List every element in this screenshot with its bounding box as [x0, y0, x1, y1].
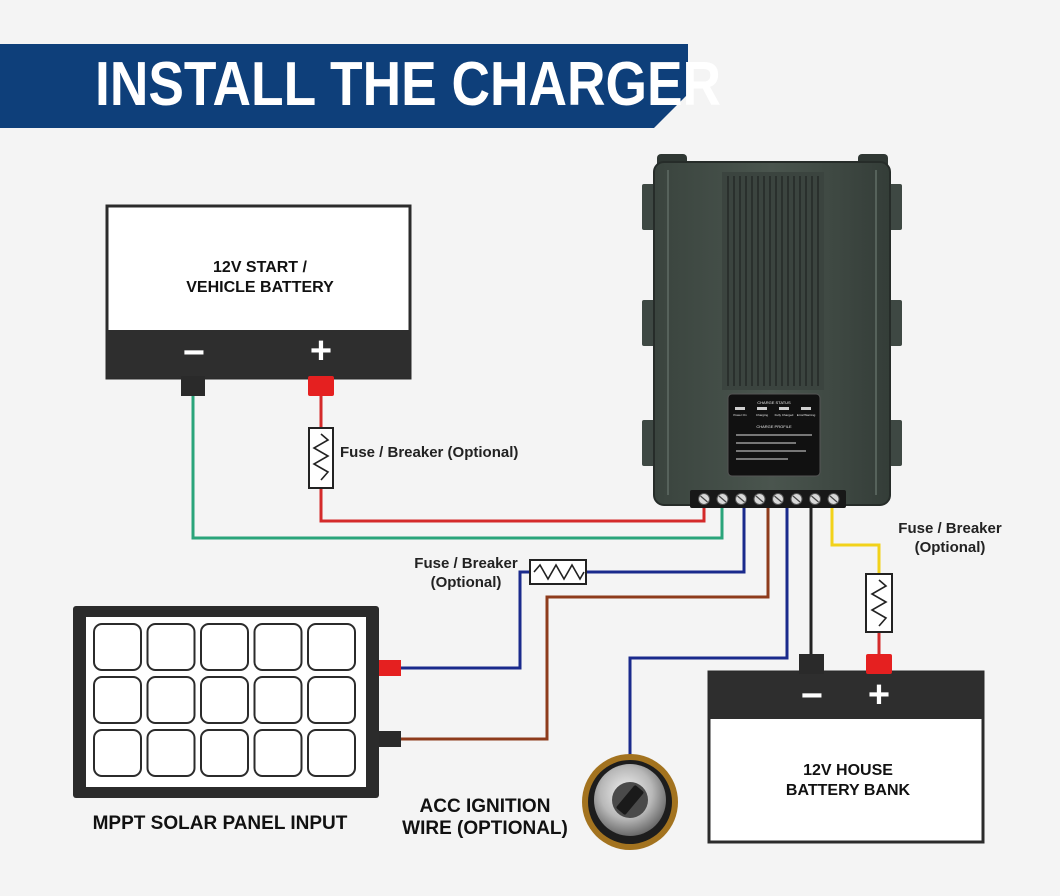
house-battery-label-line1: 12V HOUSE: [803, 762, 893, 779]
status-led-label: Error/Warning: [797, 413, 816, 417]
wire-solar-positive: [400, 508, 746, 670]
start-battery-label-line2: VEHICLE BATTERY: [186, 279, 334, 296]
house-battery-label: 12V HOUSE BATTERY BANK: [730, 761, 966, 801]
fuse-solar-label: Fuse / Breaker (Optional): [402, 554, 530, 592]
terminal-screw-slot: [755, 495, 764, 503]
start-battery-negative-symbol: −: [182, 332, 206, 374]
start-battery-positive-terminal: [308, 376, 334, 396]
solar-cell: [200, 623, 249, 671]
solar-cell: [93, 676, 142, 724]
solar-cell: [146, 729, 196, 777]
status-led: [735, 407, 745, 410]
wire-ignition: [628, 508, 789, 755]
house-battery-positive-terminal: [866, 654, 892, 674]
status-led-label: Charging: [756, 413, 769, 417]
status-led: [757, 407, 767, 410]
wire-start-positive: [319, 395, 706, 523]
fuse-start-symbol: [308, 427, 334, 489]
solar-cell: [200, 676, 249, 724]
terminal-screw-slot: [737, 495, 745, 503]
ignition-label-line2: WIRE (OPTIONAL): [402, 818, 568, 839]
status-led-label: Power On: [733, 413, 747, 417]
status-led: [779, 407, 789, 410]
wire-start-negative: [191, 395, 724, 540]
solar-cell: [146, 623, 196, 671]
house-battery: [707, 654, 985, 844]
house-battery-negative-terminal: [799, 654, 824, 674]
fuse-solar-symbol: [529, 559, 587, 585]
start-battery: [105, 204, 412, 396]
terminal-screw-slot: [811, 495, 819, 503]
solar-cell: [93, 729, 142, 777]
wire-solar-negative: [400, 508, 770, 741]
solar-cell: [146, 676, 196, 724]
charger-unit: CHARGE STATUS Power On Charging Fully Char…: [642, 154, 902, 508]
solar-cell: [253, 729, 303, 777]
house-battery-negative-symbol: −: [800, 675, 824, 717]
terminal-screw-slot: [774, 495, 782, 503]
charger-terminal-block: [690, 490, 846, 508]
wire-house-positive: [830, 508, 881, 656]
ignition-switch-icon: [582, 754, 678, 850]
title-banner: [0, 44, 688, 128]
fuse-house-label: Fuse / Breaker (Optional): [886, 519, 1014, 557]
solar-cell: [93, 623, 142, 671]
solar-cell: [307, 729, 356, 777]
solar-panel-label: MPPT SOLAR PANEL INPUT: [92, 813, 348, 834]
fuse-house-symbol: [865, 573, 893, 633]
solar-panel-negative-terminal: [379, 731, 401, 747]
status-led-label: Fully Charged: [775, 413, 794, 417]
solar-cell: [307, 623, 356, 671]
fuse-start-label: Fuse / Breaker (Optional): [340, 444, 519, 461]
solar-cell: [307, 676, 356, 724]
solar-cell: [253, 623, 303, 671]
ignition-label: ACC IGNITION WIRE (OPTIONAL): [390, 796, 580, 840]
solar-panel: [73, 606, 401, 798]
house-battery-label-line2: BATTERY BANK: [785, 782, 911, 799]
solar-cell: [253, 676, 303, 724]
solar-cell: [200, 729, 249, 777]
terminal-screw-slot: [829, 495, 838, 503]
charge-status-header: CHARGE STATUS: [757, 400, 791, 405]
start-battery-label: 12V START / VEHICLE BATTERY: [140, 258, 380, 298]
start-battery-label-line1: 12V START /: [213, 259, 307, 276]
start-battery-positive-symbol: +: [309, 330, 333, 372]
house-battery-positive-symbol: +: [867, 674, 891, 716]
terminal-screw-slot: [792, 495, 801, 503]
fuse-solar-label-line2: (Optional): [430, 574, 502, 591]
charge-profile-header: CHARGE PROFILE: [756, 424, 792, 429]
start-battery-negative-terminal: [181, 376, 205, 396]
solar-panel-positive-terminal: [379, 660, 401, 676]
fuse-solar-label-line1: Fuse / Breaker: [414, 555, 518, 572]
fuse-house-label-line2: (Optional): [914, 539, 986, 556]
ignition-label-line1: ACC IGNITION: [419, 796, 551, 817]
terminal-screw-slot: [700, 495, 708, 503]
status-led: [801, 407, 811, 410]
page-title: INSTALL THE CHARGER: [95, 50, 722, 119]
terminal-screw-slot: [718, 495, 727, 503]
fuse-house-label-line1: Fuse / Breaker: [898, 520, 1002, 537]
